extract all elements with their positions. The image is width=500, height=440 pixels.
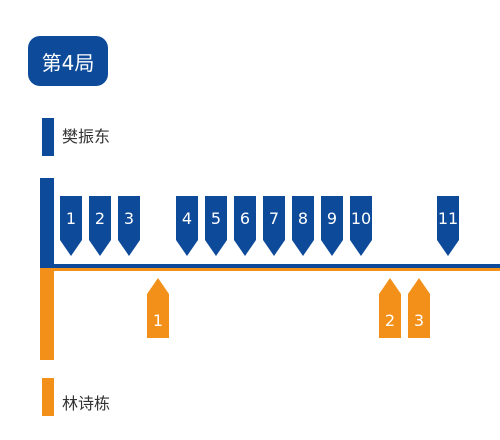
point-marker <box>379 278 401 338</box>
player-bottom-marker <box>42 378 54 416</box>
axis-bottom-vertical <box>40 268 54 360</box>
point-label: 5 <box>211 209 221 228</box>
point-top-1: 1 <box>60 196 82 256</box>
game-label: 第4局 <box>41 50 95 75</box>
baseline-bottom <box>54 268 500 271</box>
point-label: 9 <box>327 209 337 228</box>
point-marker <box>147 278 169 338</box>
point-bottom-1: 1 <box>147 278 169 338</box>
point-top-6: 6 <box>234 196 256 256</box>
baseline-top <box>54 264 500 268</box>
point-label: 2 <box>95 209 105 228</box>
player-top-name: 樊振东 <box>62 127 111 146</box>
point-marker <box>205 196 227 256</box>
point-marker <box>263 196 285 256</box>
point-marker <box>350 196 372 256</box>
point-label: 3 <box>124 209 134 228</box>
point-label: 6 <box>240 209 250 228</box>
player-top-marker <box>42 118 54 156</box>
point-top-9: 9 <box>321 196 343 256</box>
player-bottom-name: 林诗栋 <box>62 394 111 413</box>
point-marker <box>118 196 140 256</box>
point-marker <box>437 196 459 256</box>
point-marker <box>89 196 111 256</box>
point-top-8: 8 <box>292 196 314 256</box>
point-marker <box>408 278 430 338</box>
axis-top-vertical <box>40 178 54 268</box>
point-top-3: 3 <box>118 196 140 256</box>
point-top-7: 7 <box>263 196 285 256</box>
point-top-4: 4 <box>176 196 198 256</box>
point-label: 11 <box>438 209 458 228</box>
point-bottom-3: 3 <box>408 278 430 338</box>
point-label: 3 <box>414 311 424 330</box>
point-bottom-2: 2 <box>379 278 401 338</box>
point-label: 2 <box>385 311 395 330</box>
point-marker <box>292 196 314 256</box>
point-marker <box>176 196 198 256</box>
point-marker <box>60 196 82 256</box>
point-label: 1 <box>66 209 76 228</box>
point-top-5: 5 <box>205 196 227 256</box>
point-label: 10 <box>351 209 371 228</box>
point-top-10: 10 <box>350 196 372 256</box>
point-label: 1 <box>153 311 163 330</box>
game-badge: 第4局 <box>28 36 108 86</box>
point-label: 7 <box>269 209 279 228</box>
point-marker <box>234 196 256 256</box>
point-label: 4 <box>182 209 192 228</box>
point-top-2: 2 <box>89 196 111 256</box>
point-label: 8 <box>298 209 308 228</box>
point-top-11: 11 <box>437 196 459 256</box>
point-marker <box>321 196 343 256</box>
